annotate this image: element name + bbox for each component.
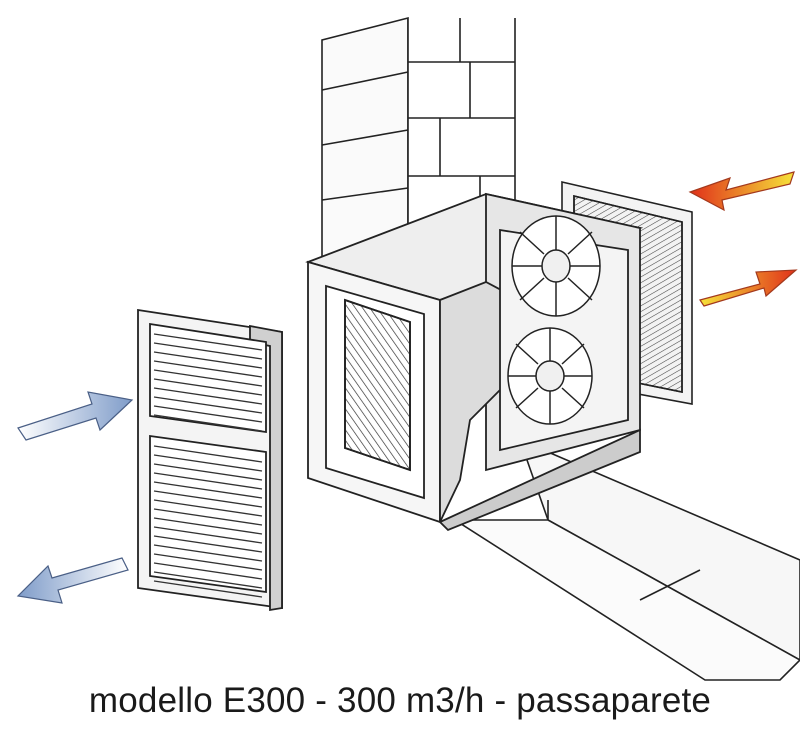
grille-louvers (153, 333, 263, 598)
louver-slat (153, 396, 263, 414)
louver-slat (153, 490, 263, 508)
louver-slat (153, 526, 263, 544)
louver-slat (153, 553, 263, 571)
louver-slat (153, 535, 263, 553)
fan-icon (511, 215, 601, 317)
louver-slat (153, 508, 263, 526)
louver-slat (153, 405, 263, 423)
louver-slat (153, 414, 263, 432)
louver-slat (153, 378, 263, 396)
louver-slat (153, 580, 263, 598)
louver-slat (153, 445, 263, 463)
louver-slat (153, 481, 263, 499)
fan-icon (507, 327, 593, 425)
louver-slat (153, 463, 263, 481)
grille-icon (137, 308, 283, 612)
louver-slat (153, 333, 263, 351)
louver-slat (153, 544, 263, 562)
louver-slat (153, 387, 263, 405)
louver-slat (153, 499, 263, 517)
louver-slat (153, 571, 263, 589)
louver-slat (153, 342, 263, 360)
louver-slat (153, 351, 263, 369)
louver-slat (153, 472, 263, 490)
louver-slat (153, 360, 263, 378)
louver-slat (153, 562, 263, 580)
louver-slat (153, 454, 263, 472)
airflow-arrow-icon (688, 171, 798, 307)
airflow-arrow-icon (16, 391, 134, 604)
model-caption: modello E300 - 300 m3/h - passaparete (88, 681, 712, 720)
louver-slat (153, 369, 263, 387)
louver-slat (153, 517, 263, 535)
